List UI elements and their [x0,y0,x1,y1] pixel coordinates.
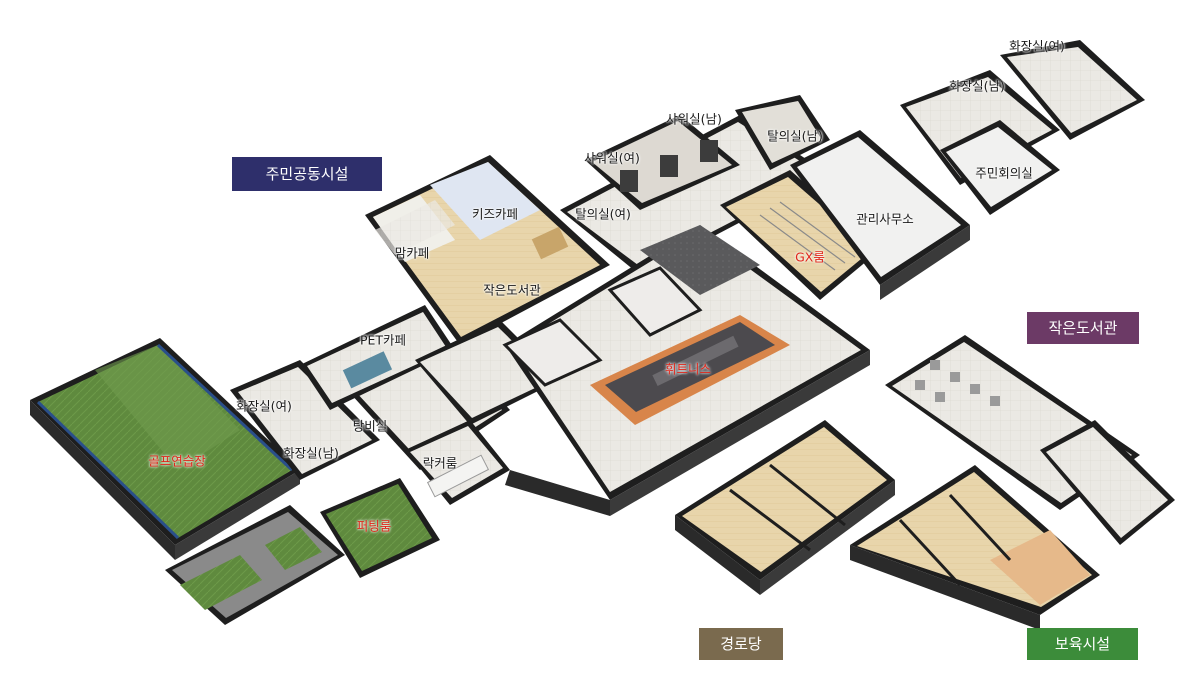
room-label-mens-shower: 샤워실(남) [666,111,722,127]
senior-center-badge: 경로당 [699,628,783,660]
room-label-boiler-room: 탕비실 [352,418,388,434]
room-label-small-library: 작은도서관 [483,282,541,298]
management-office-area [790,130,970,300]
childcare-badge: 보육시설 [1027,628,1138,660]
room-label-putting-room: 퍼팅룸 [356,518,392,534]
putting-room [320,478,440,578]
room-label-womens-changing: 탈의실(여) [575,206,631,222]
room-label-fitness: 휘트니스 [664,361,712,377]
room-label-management-office: 관리사무소 [856,211,914,227]
room-label-gx-room: GX룸 [795,249,825,265]
room-label-womens-restroom: 화장실(여) [236,398,292,414]
room-label-residents-meeting: 주민회의실 [975,165,1033,181]
childcare-building [850,465,1100,630]
room-label-mom-cafe: 맘카페 [394,245,430,261]
shower-changing-block [560,95,830,275]
small-library-badge: 작은도서관 [1027,312,1139,344]
room-label-mens-restroom: 화장실(남) [283,445,339,461]
room-label-womens-restroom-top: 화장실(여) [1009,38,1065,54]
golf-practice-area [30,338,300,560]
senior-center-building [675,420,895,595]
room-label-golf-practice: 골프연습장 [148,453,206,469]
room-label-mens-restroom-top: 화장실(남) [949,78,1005,94]
golf-lower-corridor [165,505,345,625]
meeting-room-block [900,40,1145,215]
fitness-hall [502,225,870,516]
pet-cafe-room [300,305,455,410]
room-label-womens-shower: 샤워실(여) [584,150,640,166]
library-kids-wing [365,155,610,345]
community-facility-badge: 주민공동시설 [232,157,382,191]
room-label-mens-changing: 탈의실(남) [767,128,823,144]
room-label-pet-cafe: PET카페 [359,332,407,348]
small-library-building [885,335,1175,545]
gx-room-area [720,170,880,300]
room-label-locker-room: 락커룸 [422,455,458,471]
room-label-kids-cafe: 키즈카페 [471,206,519,222]
